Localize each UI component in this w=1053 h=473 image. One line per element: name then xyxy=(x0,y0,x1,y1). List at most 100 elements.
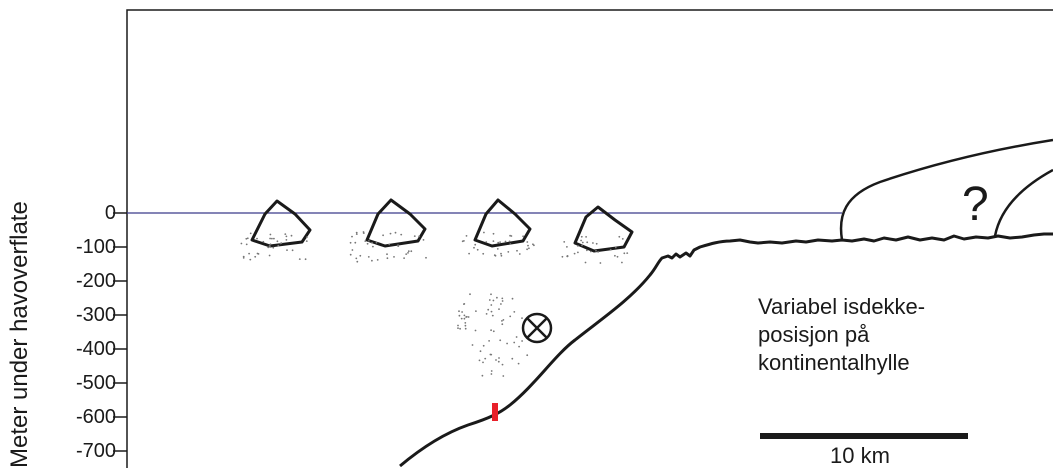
debris-dot xyxy=(503,319,505,321)
debris-dot xyxy=(581,245,583,247)
ice-shelf-inner-outline xyxy=(995,170,1053,236)
debris-dot xyxy=(474,244,476,246)
debris-dot xyxy=(483,345,485,347)
debris-dot xyxy=(277,240,279,242)
debris-dot xyxy=(518,346,520,348)
y-axis-title: Meter under havoverflate xyxy=(6,148,34,468)
debris-dot xyxy=(623,252,625,254)
y-tick-label: -200 xyxy=(46,270,116,292)
debris-dot xyxy=(596,243,598,245)
debris-dot xyxy=(622,238,624,240)
debris-dot xyxy=(299,258,301,260)
debris-dot xyxy=(501,320,503,322)
debris-dot xyxy=(581,236,583,238)
debris-dot xyxy=(567,255,569,257)
debris-dot xyxy=(600,262,602,264)
debris-dot xyxy=(518,363,520,365)
debris-dot xyxy=(527,245,529,247)
debris-dot xyxy=(614,255,616,257)
debris-dot xyxy=(498,357,500,359)
debris-dot xyxy=(621,262,623,264)
debris-dot xyxy=(364,240,366,242)
debris-dot xyxy=(359,255,361,257)
debris-dot xyxy=(500,303,502,305)
debris-dot xyxy=(246,244,248,246)
debris-dot xyxy=(403,257,405,259)
debris-dot xyxy=(498,308,500,310)
debris-dot xyxy=(519,253,521,255)
seafloor-profile xyxy=(400,234,1053,466)
debris-dot xyxy=(387,257,389,259)
debris-dot xyxy=(262,241,264,243)
debris-dot xyxy=(493,240,495,242)
debris-dot xyxy=(618,236,620,238)
debris-dot xyxy=(500,253,502,255)
debris-dot xyxy=(532,243,534,245)
debris-dot xyxy=(497,242,499,244)
debris-dot xyxy=(475,330,477,332)
debris-dot xyxy=(563,241,565,243)
debris-dot xyxy=(376,242,378,244)
y-tick-label: -100 xyxy=(46,236,116,258)
debris-dot xyxy=(499,241,501,243)
debris-dot xyxy=(505,241,507,243)
debris-dot xyxy=(270,243,272,245)
debris-dot xyxy=(499,339,501,341)
debris-dot xyxy=(521,340,523,342)
debris-dot xyxy=(592,242,594,244)
debris-dot xyxy=(457,327,459,329)
debris-dot xyxy=(356,233,358,235)
debris-dot xyxy=(464,322,466,324)
ice-rafted-debris xyxy=(241,231,629,377)
debris-dot xyxy=(468,253,470,255)
debris-dot xyxy=(269,238,271,240)
debris-dot xyxy=(491,373,493,375)
debris-dot xyxy=(511,235,513,237)
debris-dot xyxy=(516,336,518,338)
y-tick-label: -300 xyxy=(46,304,116,326)
debris-dot xyxy=(526,241,528,243)
debris-dot xyxy=(281,242,283,244)
debris-dot xyxy=(482,375,484,377)
flow-into-page-icon xyxy=(523,314,551,342)
debris-dot xyxy=(414,235,416,237)
debris-dot xyxy=(372,246,374,248)
debris-dot xyxy=(489,299,491,301)
debris-dot xyxy=(457,325,459,327)
debris-dot xyxy=(488,340,490,342)
debris-dot xyxy=(490,329,492,331)
debris-dot xyxy=(459,315,461,317)
iceberg-icon xyxy=(252,201,310,246)
debris-dot xyxy=(271,238,273,240)
debris-dot xyxy=(286,239,288,241)
debris-dot xyxy=(472,344,474,346)
debris-dot xyxy=(400,234,402,236)
debris-dot xyxy=(498,361,500,363)
debris-dot xyxy=(425,257,427,259)
debris-dot xyxy=(405,253,407,255)
debris-dot xyxy=(466,235,468,237)
debris-dot xyxy=(363,231,365,233)
debris-dot xyxy=(626,252,628,254)
debris-dot xyxy=(502,375,504,377)
debris-dot xyxy=(502,300,504,302)
debris-dot xyxy=(501,255,503,257)
debris-dot xyxy=(566,246,568,248)
debris-dot xyxy=(522,235,524,237)
debris-dot xyxy=(477,249,479,251)
debris-dot xyxy=(292,249,294,251)
y-tick-label: -400 xyxy=(46,338,116,360)
debris-dot xyxy=(521,317,523,319)
debris-dot xyxy=(256,238,258,240)
debris-dot xyxy=(516,250,518,252)
debris-dot xyxy=(615,247,617,249)
debris-dot xyxy=(590,251,592,253)
debris-dot xyxy=(291,235,293,237)
debris-dot xyxy=(368,240,370,242)
debris-dot xyxy=(526,354,528,356)
debris-dot xyxy=(355,258,357,260)
debris-dot xyxy=(483,232,485,234)
debris-dot xyxy=(509,243,511,245)
debris-dot xyxy=(267,247,269,249)
